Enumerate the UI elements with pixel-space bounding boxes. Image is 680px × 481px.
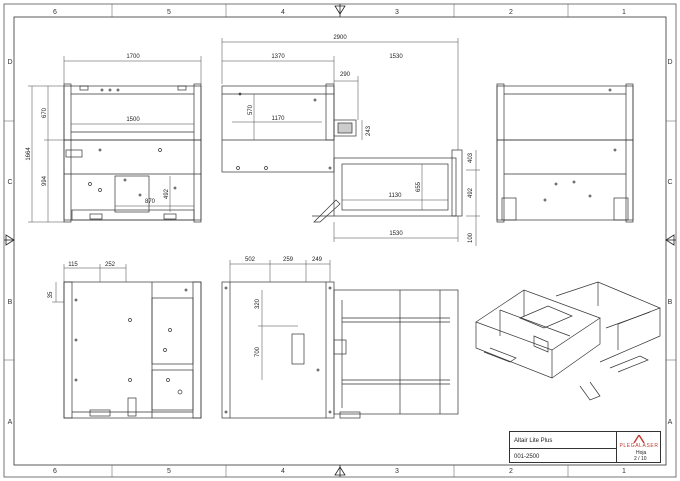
dim-front-upper: 670 <box>42 107 48 118</box>
dim-front-height-total: 1664 <box>26 147 32 161</box>
col-label-top-4: 4 <box>281 9 285 16</box>
brand-name: PLEGALASER <box>619 443 659 449</box>
dim-plan-115: 115 <box>68 262 78 268</box>
inner-border <box>13 16 667 466</box>
zone-ticks <box>4 4 676 477</box>
side-elevation-dimensions <box>221 38 480 246</box>
row-label-left-D: D <box>7 59 12 66</box>
dim-top-inner: 1170 <box>272 116 286 122</box>
row-label-right-C: C <box>667 179 672 186</box>
row-label-left-A: A <box>8 419 13 426</box>
brand-block: PLEGALASER <box>617 435 661 449</box>
project-name: Altair Lite Plus <box>514 438 553 444</box>
dim-front-lower: 994 <box>42 175 48 186</box>
dim-top-h: 570 <box>248 104 254 115</box>
plan-view-center <box>221 281 459 419</box>
center-marks <box>4 4 676 477</box>
brand-logo-icon <box>633 435 645 443</box>
dim-right-492: 492 <box>468 187 474 198</box>
col-label-bottom-3: 3 <box>395 468 399 475</box>
plan-view-center-dimensions <box>229 260 331 380</box>
sheet-label: Hoja <box>636 450 647 456</box>
dim-plan2-700: 700 <box>255 346 261 357</box>
dim-side-module: 1130 <box>389 193 403 199</box>
dim-front-inner: 1500 <box>126 117 140 123</box>
front-view-dimensions <box>28 56 202 223</box>
row-label-left-C: C <box>7 179 12 186</box>
title-block-separator <box>616 432 617 462</box>
col-label-bottom-6: 6 <box>53 468 57 475</box>
drawing-code: 001-2500 <box>514 454 540 460</box>
end-view <box>496 83 634 223</box>
dim-top-right: 1530 <box>389 54 403 60</box>
row-label-right-B: B <box>668 299 673 306</box>
col-label-bottom-2: 2 <box>509 468 513 475</box>
dim-plan2-249: 249 <box>312 257 323 263</box>
dim-side-module-w: 1530 <box>389 231 403 237</box>
dim-plan2-259: 259 <box>283 257 294 263</box>
plan-view-left <box>63 281 202 419</box>
dim-side-module-h: 655 <box>416 181 422 192</box>
dim-top-overall: 2900 <box>333 35 347 41</box>
front-view <box>63 83 202 223</box>
dim-front-base: 870 <box>145 199 156 205</box>
col-label-bottom-1: 1 <box>622 468 626 475</box>
row-label-left-B: B <box>8 299 13 306</box>
dim-top-left: 1370 <box>271 54 285 60</box>
plan-view-left-dimensions <box>52 264 127 303</box>
side-elevation-view <box>221 83 463 223</box>
dim-front-base-h: 492 <box>164 188 170 199</box>
title-block-divider <box>510 448 616 449</box>
col-label-top-1: 1 <box>622 9 626 16</box>
col-label-top-5: 5 <box>167 9 171 16</box>
row-label-right-A: A <box>668 419 673 426</box>
dim-top-panel: 243 <box>366 125 372 136</box>
sheet-number: 2 / 10 <box>634 456 647 462</box>
dim-plan-252: 252 <box>105 262 116 268</box>
col-label-bottom-5: 5 <box>167 468 171 475</box>
dim-plan2-320: 320 <box>255 298 261 309</box>
dim-front-width: 1700 <box>126 54 140 60</box>
isometric-view <box>475 281 661 401</box>
dim-top-mid: 290 <box>340 72 351 78</box>
dim-plan2-502: 502 <box>245 257 256 263</box>
row-label-right-D: D <box>667 59 672 66</box>
dim-right-100: 100 <box>468 232 474 243</box>
dim-plan-35: 35 <box>48 291 54 298</box>
dim-right-403: 403 <box>468 152 474 163</box>
col-label-top-6: 6 <box>53 9 57 16</box>
title-block: Altair Lite Plus 001-2500 PLEGALASER Hoj… <box>509 431 661 463</box>
col-label-top-3: 3 <box>395 9 399 16</box>
col-label-bottom-4: 4 <box>281 468 285 475</box>
col-label-top-2: 2 <box>509 9 513 16</box>
